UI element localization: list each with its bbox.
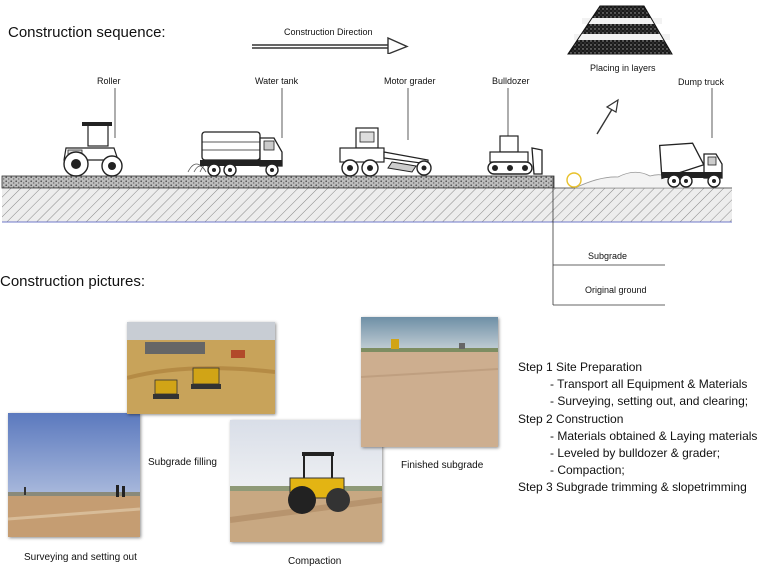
equipment-label-roller: Roller: [97, 76, 121, 86]
ground-section: [1, 88, 732, 306]
legend-subgrade: Subgrade: [588, 251, 628, 261]
step-2-item: - Compaction;: [550, 463, 625, 478]
steps-list: Step 1 Site Preparation - Transport all …: [518, 359, 757, 497]
photo-finished-subgrade: [361, 317, 498, 447]
caption-surveying: Surveying and setting out: [24, 552, 137, 563]
water-tank-truck-icon: [187, 131, 283, 177]
placing-layers-icon: [567, 5, 673, 55]
photo-subgrade-filling: [127, 322, 275, 414]
legend-original-ground: Original ground: [585, 285, 647, 295]
direction-label: Construction Direction: [284, 27, 373, 37]
step-2-item: - Leveled by bulldozer & grader;: [550, 446, 721, 461]
sequence-title: Construction sequence:: [8, 24, 166, 41]
photo-compaction: [230, 420, 382, 542]
caption-finished-subgrade: Finished subgrade: [401, 460, 484, 471]
roller-icon: [63, 122, 123, 177]
caption-subgrade-filling: Subgrade filling: [148, 457, 217, 468]
dump-truck-icon: [658, 142, 723, 188]
step-3-heading: Step 3 Subgrade trimming & slopetrimming: [518, 480, 747, 495]
equipment-label-motor-grader: Motor grader: [384, 76, 436, 86]
caption-compaction: Compaction: [288, 556, 342, 567]
direction-arrow-icon: [252, 36, 409, 54]
placing-layers-label: Placing in layers: [590, 63, 656, 73]
step-2-heading: Step 2 Construction: [518, 411, 624, 426]
bulldozer-icon: [487, 135, 543, 175]
pictures-title: Construction pictures:: [0, 273, 146, 290]
step-1-heading: Step 1 Site Preparation: [518, 360, 643, 374]
step-2-item: - Materials obtained & Laying materials: [550, 428, 758, 443]
equipment-label-bulldozer: Bulldozer: [492, 76, 530, 86]
equipment-label-water-tank: Water tank: [255, 76, 299, 86]
photo-surveying: [8, 413, 140, 537]
step-1-item: - Transport all Equipment & Materials: [550, 377, 748, 392]
equipment-label-dump-truck: Dump truck: [678, 77, 725, 87]
arrow-up-right-icon: [596, 98, 619, 135]
step-1-item: - Surveying, setting out, and clearing;: [550, 394, 749, 409]
motor-grader-icon: [339, 127, 432, 177]
